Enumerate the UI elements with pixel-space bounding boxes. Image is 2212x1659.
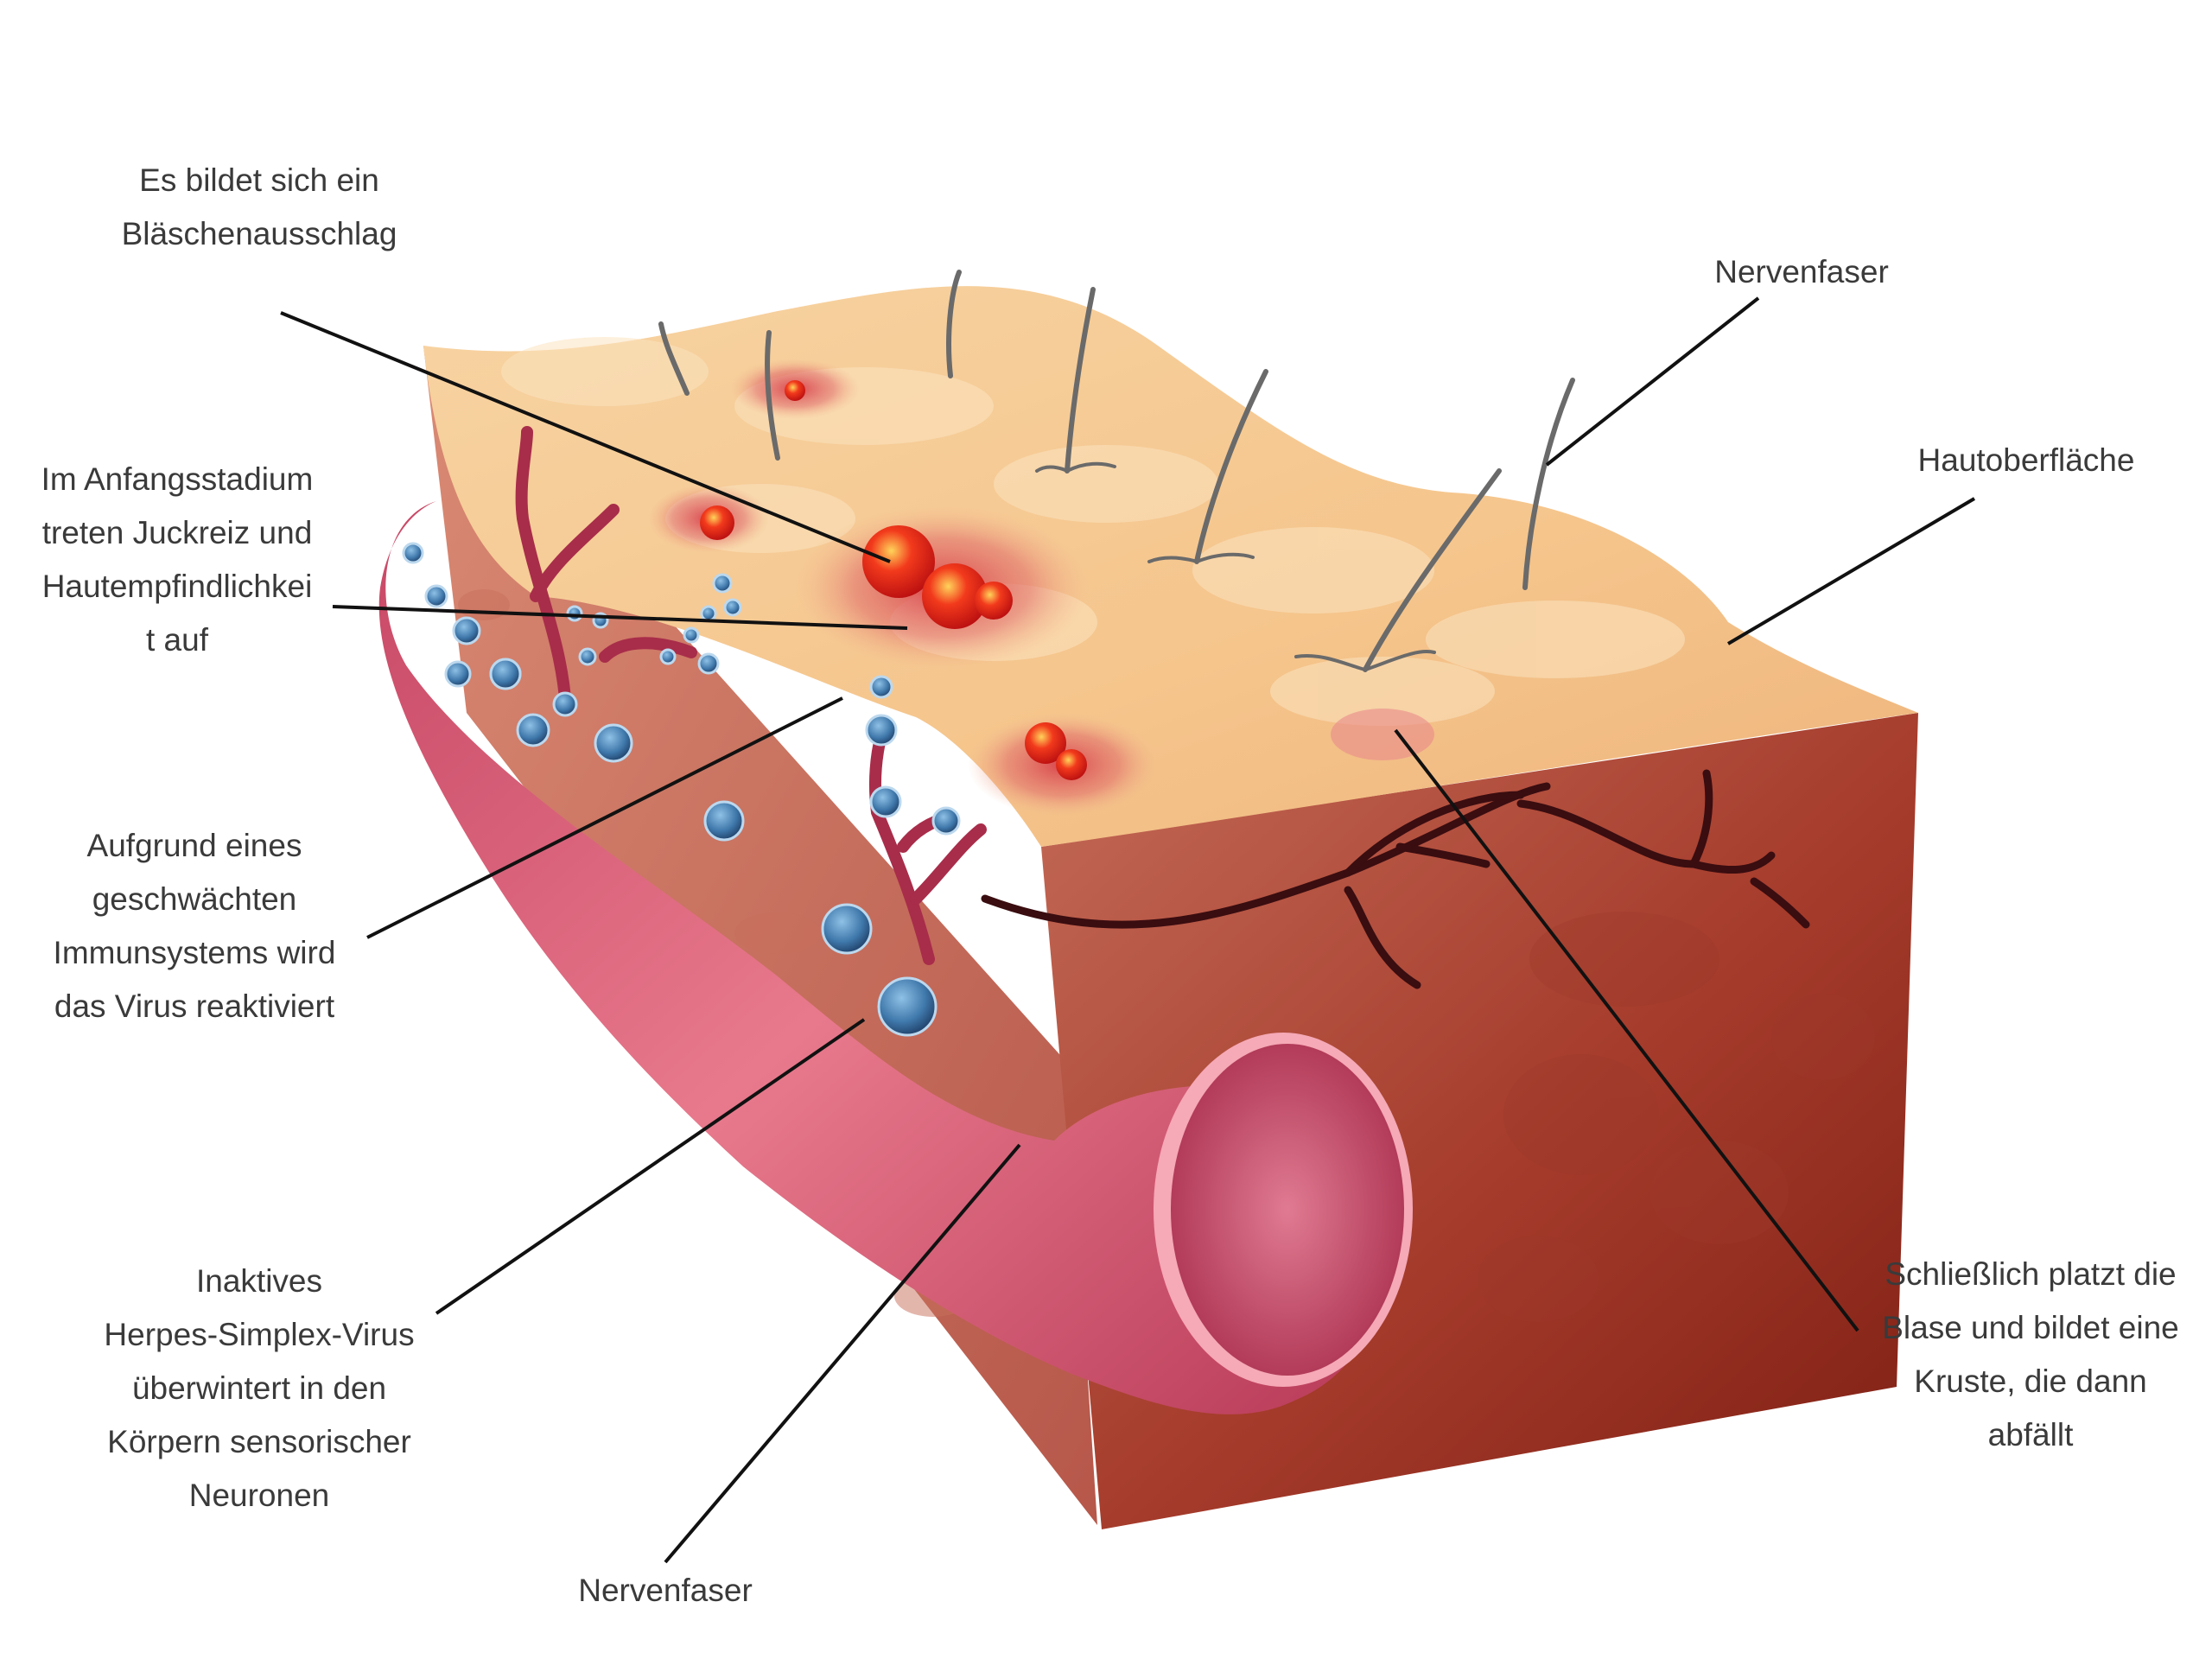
- virus: [869, 785, 902, 818]
- hairs: [658, 270, 1575, 672]
- virus: [402, 542, 424, 564]
- virus: [712, 573, 733, 594]
- blister: [700, 505, 734, 540]
- label-nerve-fiber-bottom: Nervenfaser: [578, 1573, 753, 1608]
- virus: [516, 713, 550, 747]
- dermis-nerve-fibers: [981, 769, 1810, 989]
- virus: [697, 652, 720, 675]
- blister: [785, 380, 805, 401]
- blister: [862, 525, 935, 598]
- label-blister-rash: Es bildet sich ein Bläschenausschlag: [121, 162, 397, 251]
- virus: [452, 616, 481, 645]
- virus: [552, 691, 578, 717]
- virus: [700, 605, 717, 622]
- label-reactivation: Aufgrund eines geschwächten Immunsystems…: [53, 828, 336, 1024]
- label-early-stage: Im Anfangsstadium treten Juckreiz und Ha…: [41, 461, 314, 658]
- virus: [931, 806, 961, 836]
- virus: [683, 626, 700, 644]
- virus: [594, 723, 633, 763]
- virus: [566, 605, 583, 622]
- virus: [444, 660, 472, 688]
- virus: [489, 658, 522, 690]
- label-skin-surface: Hautoberfläche: [1917, 442, 2135, 478]
- blisters: [648, 359, 1434, 817]
- blister: [975, 582, 1013, 620]
- virus: [578, 647, 597, 666]
- virus: [424, 584, 448, 608]
- virus: [865, 714, 898, 747]
- virus: [703, 800, 745, 842]
- virus: [877, 976, 938, 1037]
- label-nerve-fiber-top: Nervenfaser: [1714, 254, 1889, 289]
- label-inactive-virus: Inaktives Herpes-Simplex-Virus überwinte…: [104, 1263, 415, 1513]
- blister: [922, 563, 988, 629]
- virus: [723, 598, 742, 617]
- leader-lines: [280, 296, 1976, 1564]
- virus: [821, 903, 873, 955]
- blister: [1025, 722, 1066, 764]
- label-crust: Schließlich platzt die Blase und bildet …: [1882, 1256, 2179, 1452]
- virus: [869, 675, 893, 699]
- virus: [659, 648, 677, 665]
- virus-particles: [402, 542, 961, 1037]
- blister: [1056, 749, 1087, 780]
